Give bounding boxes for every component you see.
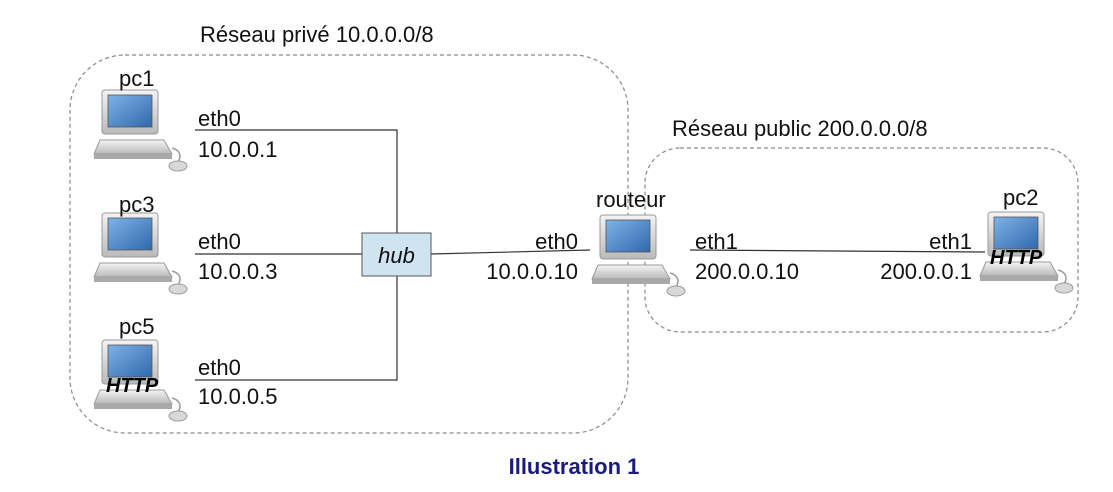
public-network-label: Réseau public 200.0.0.0/8 xyxy=(672,116,928,141)
pc5-node: pc5 HTTP eth0 10.0.0.5 xyxy=(93,314,278,422)
pc5-ip: 10.0.0.5 xyxy=(198,384,278,409)
pc1-name: pc1 xyxy=(119,66,154,91)
pc1-ip: 10.0.0.1 xyxy=(198,137,278,162)
pc2-iface: eth1 xyxy=(929,229,972,254)
pc2-ip: 200.0.0.1 xyxy=(880,259,972,284)
pc1-node: pc1 eth0 10.0.0.1 xyxy=(93,66,278,172)
link-pc1-hub xyxy=(195,129,398,233)
router-name: routeur xyxy=(596,187,666,212)
pc1-iface: eth0 xyxy=(198,106,241,131)
pc2-node: pc2 HTTP eth1 200.0.0.1 xyxy=(880,185,1074,294)
pc5-iface: eth0 xyxy=(198,355,241,380)
pc3-ip: 10.0.0.3 xyxy=(198,259,278,284)
link-router-pc2 xyxy=(689,249,986,253)
pc5-name: pc5 xyxy=(119,314,154,339)
link-hub-router xyxy=(430,249,591,255)
hub-label: hub xyxy=(378,243,415,268)
router-node: routeur eth0 10.0.0.10 eth1 200.0.0.10 xyxy=(486,187,799,297)
network-links xyxy=(195,129,986,381)
pc5-service-label: HTTP xyxy=(106,375,159,397)
pc3-name: pc3 xyxy=(119,192,154,217)
router-eth1-ip: 200.0.0.10 xyxy=(695,259,799,284)
pc2-name: pc2 xyxy=(1003,185,1038,210)
pc2-service-label: HTTP xyxy=(990,247,1043,269)
router-computer-icon xyxy=(591,214,686,297)
pc3-computer-icon xyxy=(93,212,188,295)
pc3-iface: eth0 xyxy=(198,229,241,254)
figure-caption: Illustration 1 xyxy=(509,454,640,479)
router-eth1-iface: eth1 xyxy=(695,229,738,254)
hub-box xyxy=(361,232,432,277)
router-eth0-iface: eth0 xyxy=(535,229,578,254)
pc3-node: pc3 eth0 10.0.0.3 xyxy=(93,192,278,295)
link-pc5-hub xyxy=(195,276,398,381)
router-eth0-ip: 10.0.0.10 xyxy=(486,259,578,284)
pc1-computer-icon xyxy=(93,89,188,172)
private-network-label: Réseau privé 10.0.0.0/8 xyxy=(200,22,434,47)
